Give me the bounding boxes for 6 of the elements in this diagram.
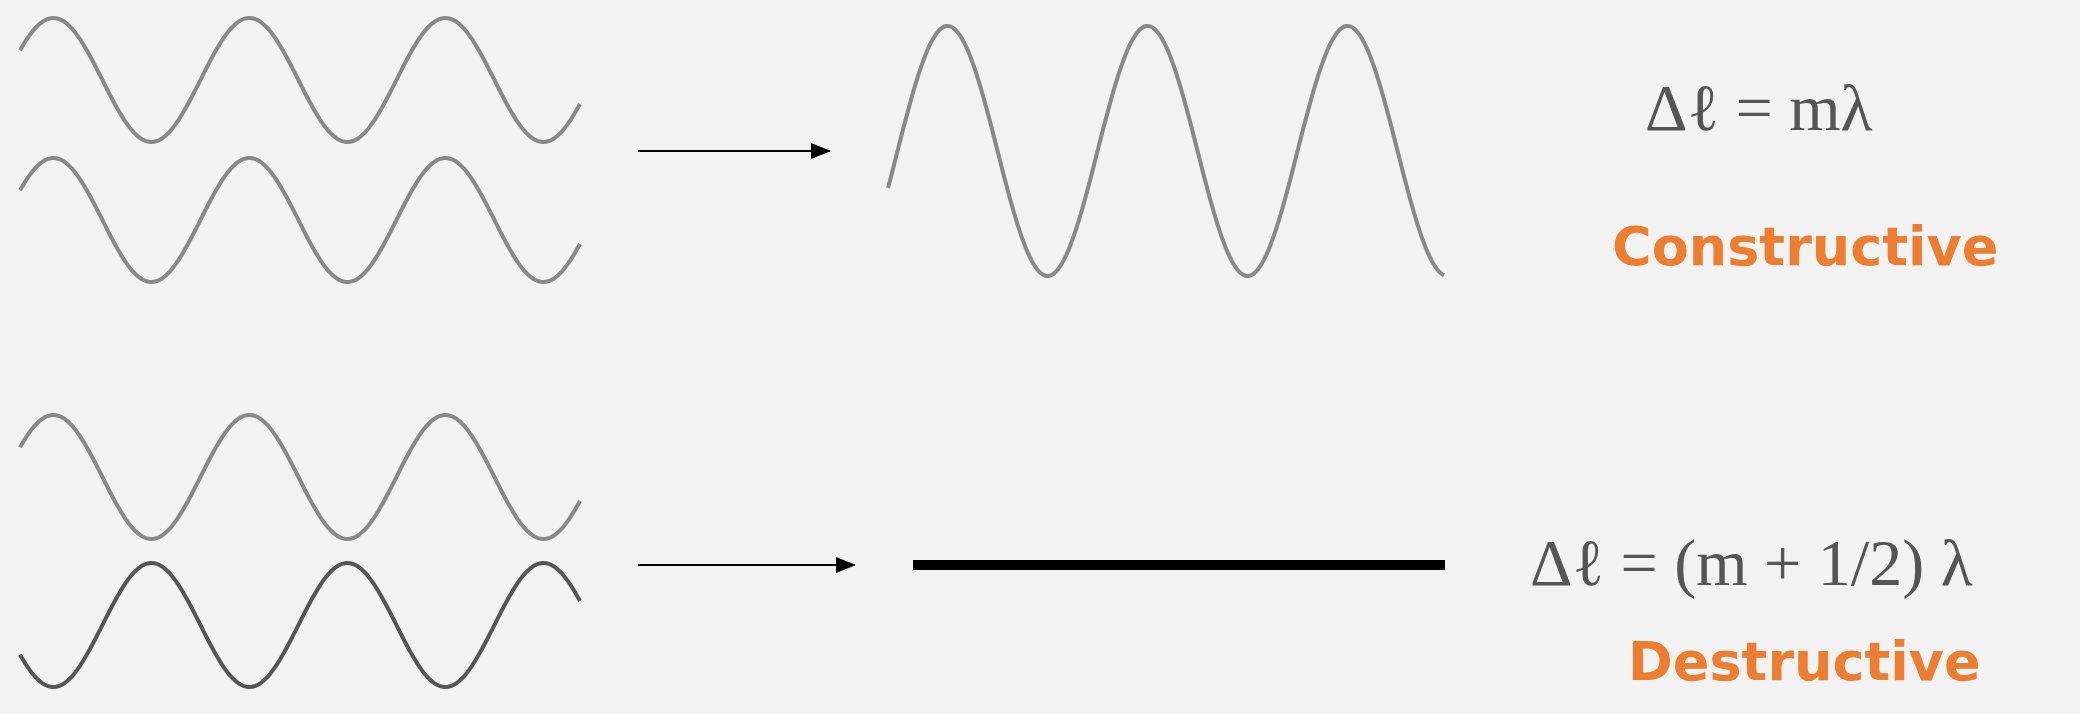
caption-label: Destructive [1628,630,1981,693]
arrow [637,143,831,159]
arrow [637,557,856,573]
formula: Δℓ = mλ [1645,70,1873,146]
caption-label: Constructive [1612,215,1999,278]
formula: Δℓ = (m + 1/2) λ [1530,525,1973,601]
